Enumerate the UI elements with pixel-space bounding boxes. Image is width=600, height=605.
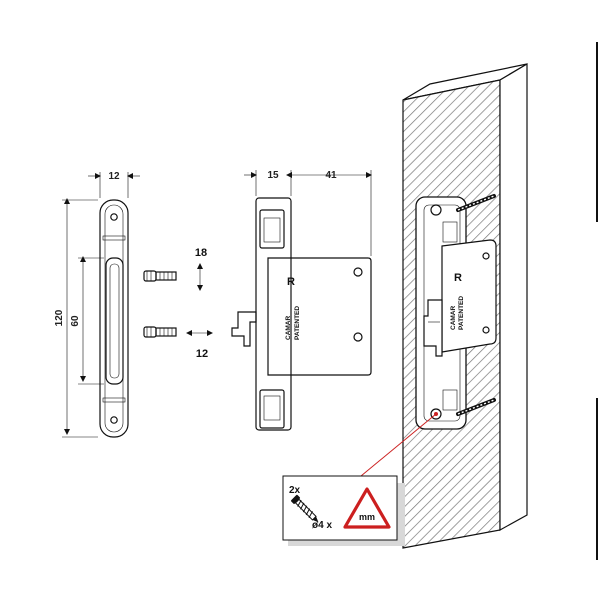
bracket-depth-dimension: 41 — [325, 170, 337, 181]
bracket-offset-dimension: 15 — [267, 170, 279, 181]
mounted-bracket: R CAMAR PATENTED — [415, 196, 497, 430]
striker-plate-outline — [99, 199, 129, 438]
striker-slot-height-dimension: 60 — [70, 315, 81, 327]
screw-diameter-label: ø4 x — [312, 520, 332, 531]
horizontal-adjust-value: 12 — [196, 348, 208, 360]
mounted-bracket-patent-label: PATENTED — [458, 296, 465, 330]
fixing-screw-top — [456, 194, 496, 212]
striker-slot — [105, 257, 124, 385]
door-installation: R CAMAR PATENTED — [360, 62, 528, 549]
screw-unit-label: mm — [359, 512, 375, 522]
warning-triangle-icon — [343, 487, 391, 529]
bracket-side-mark: R — [287, 276, 295, 288]
vertical-adjust-screw — [143, 270, 177, 282]
bracket-brand: CAMAR — [285, 316, 292, 340]
horizontal-adjust-screw — [143, 326, 177, 338]
bracket-base-plate — [255, 197, 292, 431]
bracket-hook — [231, 311, 257, 347]
mounted-bracket-brand: CAMAR — [450, 306, 457, 330]
bracket-patent-label: PATENTED — [294, 306, 301, 340]
screw-callout: 2x ø4 x mm — [282, 475, 405, 546]
striker-plate: 12 120 60 — [54, 171, 140, 438]
striker-screw-hole-top — [110, 213, 118, 221]
vertical-adjust-value: 18 — [195, 247, 207, 259]
bracket: R CAMAR PATENTED 15 41 — [231, 170, 372, 431]
striker-total-height-dimension: 120 — [54, 309, 65, 326]
mounted-bracket-hook — [423, 299, 443, 357]
fixing-screw-bottom — [456, 398, 496, 416]
striker-width-dimension: 12 — [108, 171, 120, 182]
bracket-housing — [267, 257, 372, 376]
callout-leader-line — [360, 413, 437, 477]
mounted-bracket-side-mark: R — [454, 272, 462, 284]
striker-screw-hole-bottom — [110, 416, 118, 424]
screw-quantity: 2x — [289, 485, 301, 496]
adjustment-indicators: 18 12 — [143, 247, 213, 360]
screw-icon — [290, 494, 319, 523]
